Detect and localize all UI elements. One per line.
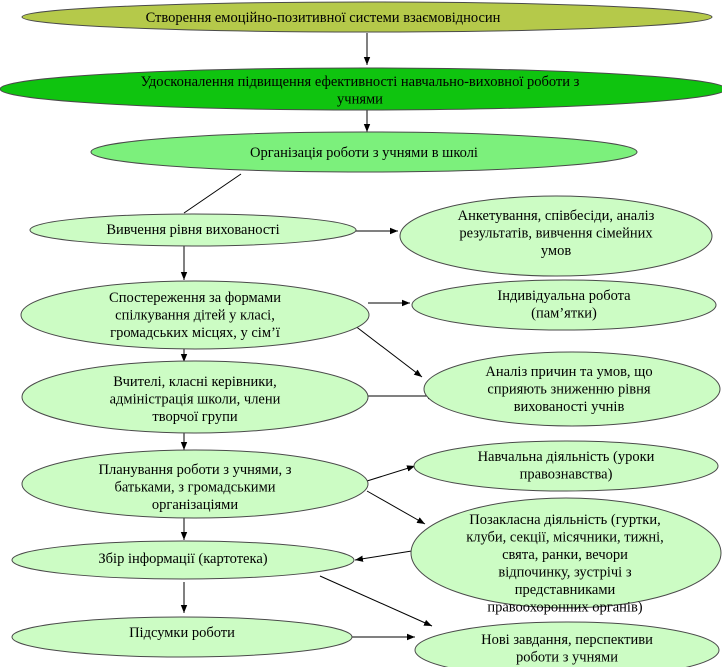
node-teachers: Вчителі, класні керівники, адміністрація … xyxy=(21,360,369,434)
node-line: результатів, вивчення сімейних xyxy=(459,226,653,242)
node-label-organize: Організація роботи з учнями в школі xyxy=(250,145,478,161)
line-organize-to-study xyxy=(183,173,242,214)
arrow-planning-to-education xyxy=(366,465,416,482)
node-line: творчої групи xyxy=(152,409,237,425)
node-line: представниками xyxy=(515,582,616,598)
node-line: громадських місцях, у сім’ї xyxy=(110,325,280,341)
node-label-analysis: Аналіз причин та умов, що сприяють знижен… xyxy=(485,364,652,415)
node-label-collect: Збір інформації (картотека) xyxy=(98,551,267,567)
node-line: спілкування дітей у класі, xyxy=(115,308,275,324)
node-label-teachers: Вчителі, класні керівники, адміністрація … xyxy=(110,374,281,425)
node-label-education: Навчальна діяльність (уроки правознавства… xyxy=(478,449,655,483)
node-observe: Спостереження за формами спілкування діте… xyxy=(20,280,370,350)
node-line: Позакласна діяльність (гуртки, xyxy=(469,512,660,528)
node-analysis: Аналіз причин та умов, що сприяють знижен… xyxy=(423,351,721,427)
arrow-collect-to-new-tasks xyxy=(319,575,433,627)
node-label-study: Вивчення рівня вихованості xyxy=(106,222,279,238)
node-top: Створення емоційно-позитивної системи вз… xyxy=(21,1,713,33)
node-line: умов xyxy=(541,243,571,259)
node-line: Вивчення рівня вихованості xyxy=(106,222,279,238)
node-organize: Організація роботи з учнями в школі xyxy=(90,131,638,173)
node-line: Навчальна діяльність (уроки xyxy=(478,449,655,465)
node-line: Удосконалення підвищення ефективності на… xyxy=(141,74,580,90)
node-label-top: Створення емоційно-позитивної системи вз… xyxy=(146,10,501,26)
node-line: правознавства) xyxy=(520,467,613,483)
node-new-tasks: Нові завдання, перспективи роботи з учням… xyxy=(414,621,720,667)
arrow-observe-to-analysis xyxy=(349,321,423,378)
node-label-results: Підсумки роботи xyxy=(129,625,235,641)
arrow-planning-to-extracurricular xyxy=(366,490,426,525)
node-line: Індивідуальна робота xyxy=(497,288,631,304)
node-line: сприяють зниженню рівня xyxy=(487,382,650,398)
node-education: Навчальна діяльність (уроки правознавства… xyxy=(413,440,719,492)
arrow-extracurricular-to-collect xyxy=(354,549,419,562)
node-line: свята, ранки, вечори xyxy=(502,547,628,563)
node-label-extracurricular: Позакласна діяльність (гуртки, клуби, сек… xyxy=(466,512,664,616)
node-line: Створення емоційно-позитивної системи вз… xyxy=(146,10,501,26)
node-label-improve: Удосконалення підвищення ефективності на… xyxy=(141,74,580,108)
node-survey: Анкетування, співбесіди, аналіз результат… xyxy=(399,195,713,277)
node-line: Нові завдання, перспективи xyxy=(481,632,653,648)
node-extracurricular: Позакласна діяльність (гуртки, клуби, сек… xyxy=(410,497,722,616)
node-planning: Планування роботи з учнями, з батьками, з… xyxy=(21,449,369,519)
node-label-observe: Спостереження за формами спілкування діте… xyxy=(109,290,281,341)
node-line: Вчителі, класні керівники, xyxy=(113,374,276,390)
node-line: роботи з учнями xyxy=(516,650,618,666)
node-line: клуби, секції, місячники, тижні, xyxy=(466,530,664,546)
node-individual: Індивідуальна робота (пам’ятки) xyxy=(411,279,717,331)
node-line: (пам’ятки) xyxy=(531,306,597,322)
node-line: Анкетування, співбесіди, аналіз xyxy=(458,208,655,224)
node-label-survey: Анкетування, співбесіди, аналіз результат… xyxy=(458,208,655,259)
node-line: Аналіз причин та умов, що xyxy=(485,364,652,380)
node-line: учнями xyxy=(337,92,383,108)
node-results: Підсумки роботи xyxy=(11,616,353,658)
node-line: Організація роботи з учнями в школі xyxy=(250,145,478,161)
node-label-planning: Планування роботи з учнями, з батьками, з… xyxy=(99,462,292,513)
node-study: Вивчення рівня вихованості xyxy=(29,213,357,247)
node-improve: Удосконалення підвищення ефективності на… xyxy=(0,67,722,111)
connectors xyxy=(180,33,436,641)
node-line: адміністрація школи, члени xyxy=(110,392,281,408)
node-line: організаціями xyxy=(152,497,238,513)
node-line: правоохоронних органів) xyxy=(487,600,642,616)
node-line: Планування роботи з учнями, з xyxy=(99,462,292,478)
node-line: вихованості учнів xyxy=(514,399,625,415)
node-collect: Збір інформації (картотека) xyxy=(11,540,355,580)
node-line: Збір інформації (картотека) xyxy=(98,551,267,567)
node-line: Підсумки роботи xyxy=(129,625,235,641)
node-label-individual: Індивідуальна робота (пам’ятки) xyxy=(497,288,631,322)
node-line: Спостереження за формами xyxy=(109,290,281,306)
node-label-new-tasks: Нові завдання, перспективи роботи з учням… xyxy=(481,632,653,666)
node-line: відпочинку, зустрічі з xyxy=(498,565,631,581)
node-line: батьками, з громадськими xyxy=(114,480,275,496)
